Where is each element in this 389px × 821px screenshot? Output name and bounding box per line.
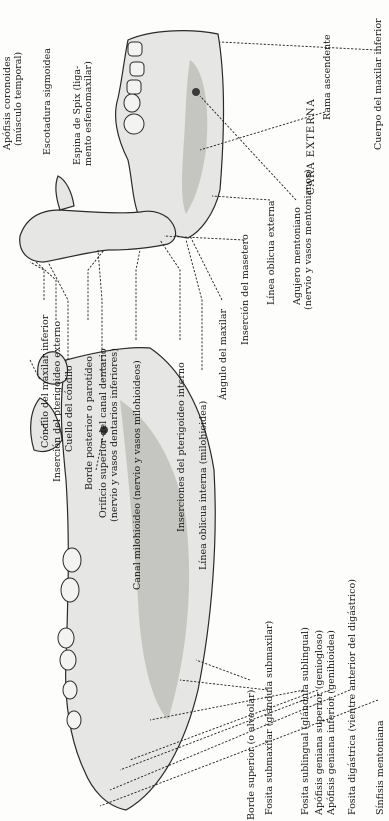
label-agujero-mentoniano: Agujero mentoniano	[292, 207, 303, 306]
leader-masetero	[164, 236, 244, 240]
leader-milohioideo	[136, 250, 140, 340]
label-cuello-condilo: Cuello del cóndilo	[64, 365, 75, 452]
mental-foramen	[192, 88, 200, 96]
label-sinfisis-mentoniana: Sínfisis mentoniana	[375, 720, 386, 815]
labels-top: Cuerpo del maxilar inferior Rama ascende…	[217, 18, 384, 401]
label-espina-spix: Espina de Spix (liga-	[72, 66, 83, 165]
label-musculo-temporal: (músculo temporal)	[13, 52, 24, 146]
label-escotadura-sigmoidea: Escotadura sigmoidea	[42, 48, 53, 155]
tooth-int-5	[63, 681, 77, 699]
leader-angulo	[190, 236, 222, 300]
label-linea-oblicua-externa: Línea oblicua externa	[266, 200, 277, 305]
label-apofisis-geniana-inferior: Apófisis geniana inferior (genihioidea)	[326, 630, 337, 816]
tooth-3	[127, 80, 141, 94]
label-ligamento-esfenomaxilar: mento esfenomaxilar)	[83, 61, 94, 166]
label-nervio-vasos-mentonianos: (nervio y vasos mentonianos)	[303, 169, 314, 310]
label-apofisis-geniana-superior: Apófisis geniana superior (geniogloso)	[314, 630, 325, 816]
leader-cuerpo	[220, 42, 376, 50]
label-fosita-submaxilar: Fosita submaxilar (glándula submaxilar)	[264, 621, 275, 815]
leader-pterigoideo-interno	[160, 240, 180, 340]
tooth-2	[130, 62, 144, 76]
leader-borde-superior	[196, 660, 250, 680]
label-insercion-masetero: Inserción del masetero	[240, 234, 251, 345]
label-angulo-maxilar: Ángulo del maxilar	[217, 309, 229, 401]
tooth-4	[124, 94, 140, 112]
tooth-int-3	[58, 628, 74, 648]
label-borde-posterior: Borde posterior o parotídeo	[84, 356, 95, 490]
label-condilo: Cóndilo del maxilar inferior	[40, 314, 51, 448]
label-borde-superior: Borde superior (o alveolar)	[246, 690, 257, 820]
label-cuerpo-maxilar: Cuerpo del maxilar inferior	[373, 18, 384, 150]
label-rama-ascendente: Rama ascendente	[322, 34, 333, 120]
tooth-int-6	[67, 711, 81, 729]
label-pterigoideo-interno: Inserciones del pterigoideo interno	[176, 362, 187, 532]
label-apofisis-coronoides: Apófisis coronoides	[2, 56, 13, 151]
label-pterigoideo-externo: Inserción del pterigoideo externo	[52, 321, 63, 482]
tooth-1	[128, 42, 142, 56]
mandible-body-external	[116, 31, 224, 238]
tooth-int-4	[60, 650, 76, 670]
label-fosita-digastrica: Fosita digástrica (vientre anterior del …	[347, 579, 358, 815]
leader-linea-interna	[186, 240, 202, 370]
label-fosita-sublingual: Fosita sublingual (glándula sublingual)	[300, 627, 311, 815]
leader-linea-externa	[212, 196, 270, 200]
label-orificio-canal-dentario: Orificio superior del canal dentario	[98, 348, 109, 518]
label-nervio-vasos-dentarios: (nervio y vasos dentarios inferiores)	[109, 348, 120, 522]
coronoid-external	[56, 176, 74, 210]
tooth-int-1	[63, 548, 81, 572]
label-linea-oblicua-interna: Línea oblicua interna (milohioidea)	[198, 401, 209, 570]
mandible-ramus-external	[20, 210, 176, 262]
tooth-5	[124, 114, 144, 134]
label-canal-milohioideo: Canal milohioideo (nervio y vasos milohi…	[132, 360, 143, 590]
tooth-int-2	[61, 578, 79, 602]
